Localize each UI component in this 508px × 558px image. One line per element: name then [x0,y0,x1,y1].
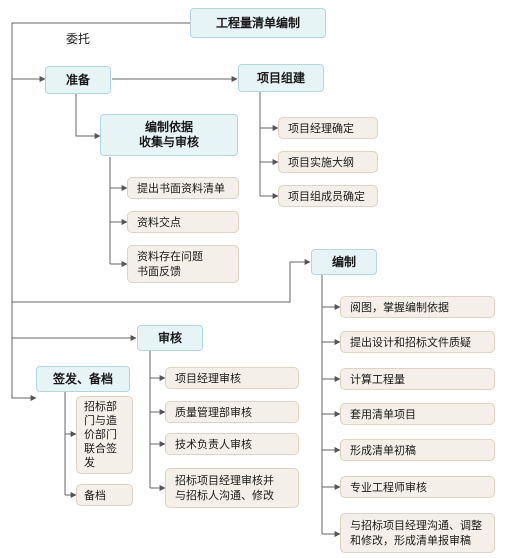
team-item-1: 项目经理确定 [278,117,378,139]
review-node: 审核 [137,325,203,351]
compile-item-2: 提出设计和招标文件质疑 [340,331,495,353]
entrust-label: 委托 [66,31,91,46]
compile-node: 编制 [311,249,377,275]
prepare-node: 准备 [45,66,111,94]
sign-item-2: 备档 [76,484,133,506]
compile-item-3: 计算工程量 [340,368,495,390]
prep-item-3: 资料存在问题 书面反馈 [127,245,239,283]
project-team-node: 项目组建 [238,64,324,92]
compile-item-5: 形成清单初稿 [340,439,495,461]
basis-node: 编制依据 收集与审核 [100,114,238,156]
compile-item-7: 与招标项目经理沟通、调整 和修改，形成清单报审稿 [340,513,495,553]
review-item-1: 项目经理审核 [165,367,299,389]
prep-item-1: 提出书面资料清单 [127,177,239,199]
prep-item-2: 资料交点 [127,211,239,233]
compile-item-1: 阅图，掌握编制依据 [340,296,495,318]
review-item-4: 招标项目经理审核并 与招标人沟通、修改 [165,468,299,508]
review-item-3: 技术负责人审核 [165,433,299,455]
team-item-2: 项目实施大纲 [278,151,378,173]
compile-item-6: 专业工程师审核 [340,476,495,498]
team-item-3: 项目组成员确定 [278,185,378,207]
title-node: 工程量清单编制 [190,8,326,38]
review-item-2: 质量管理部审核 [165,401,299,423]
sign-item-1: 招标部 门与造 价部门 联合签 发 [76,396,133,474]
compile-item-4: 套用清单项目 [340,403,495,425]
sign-node: 签发、备档 [36,366,130,392]
